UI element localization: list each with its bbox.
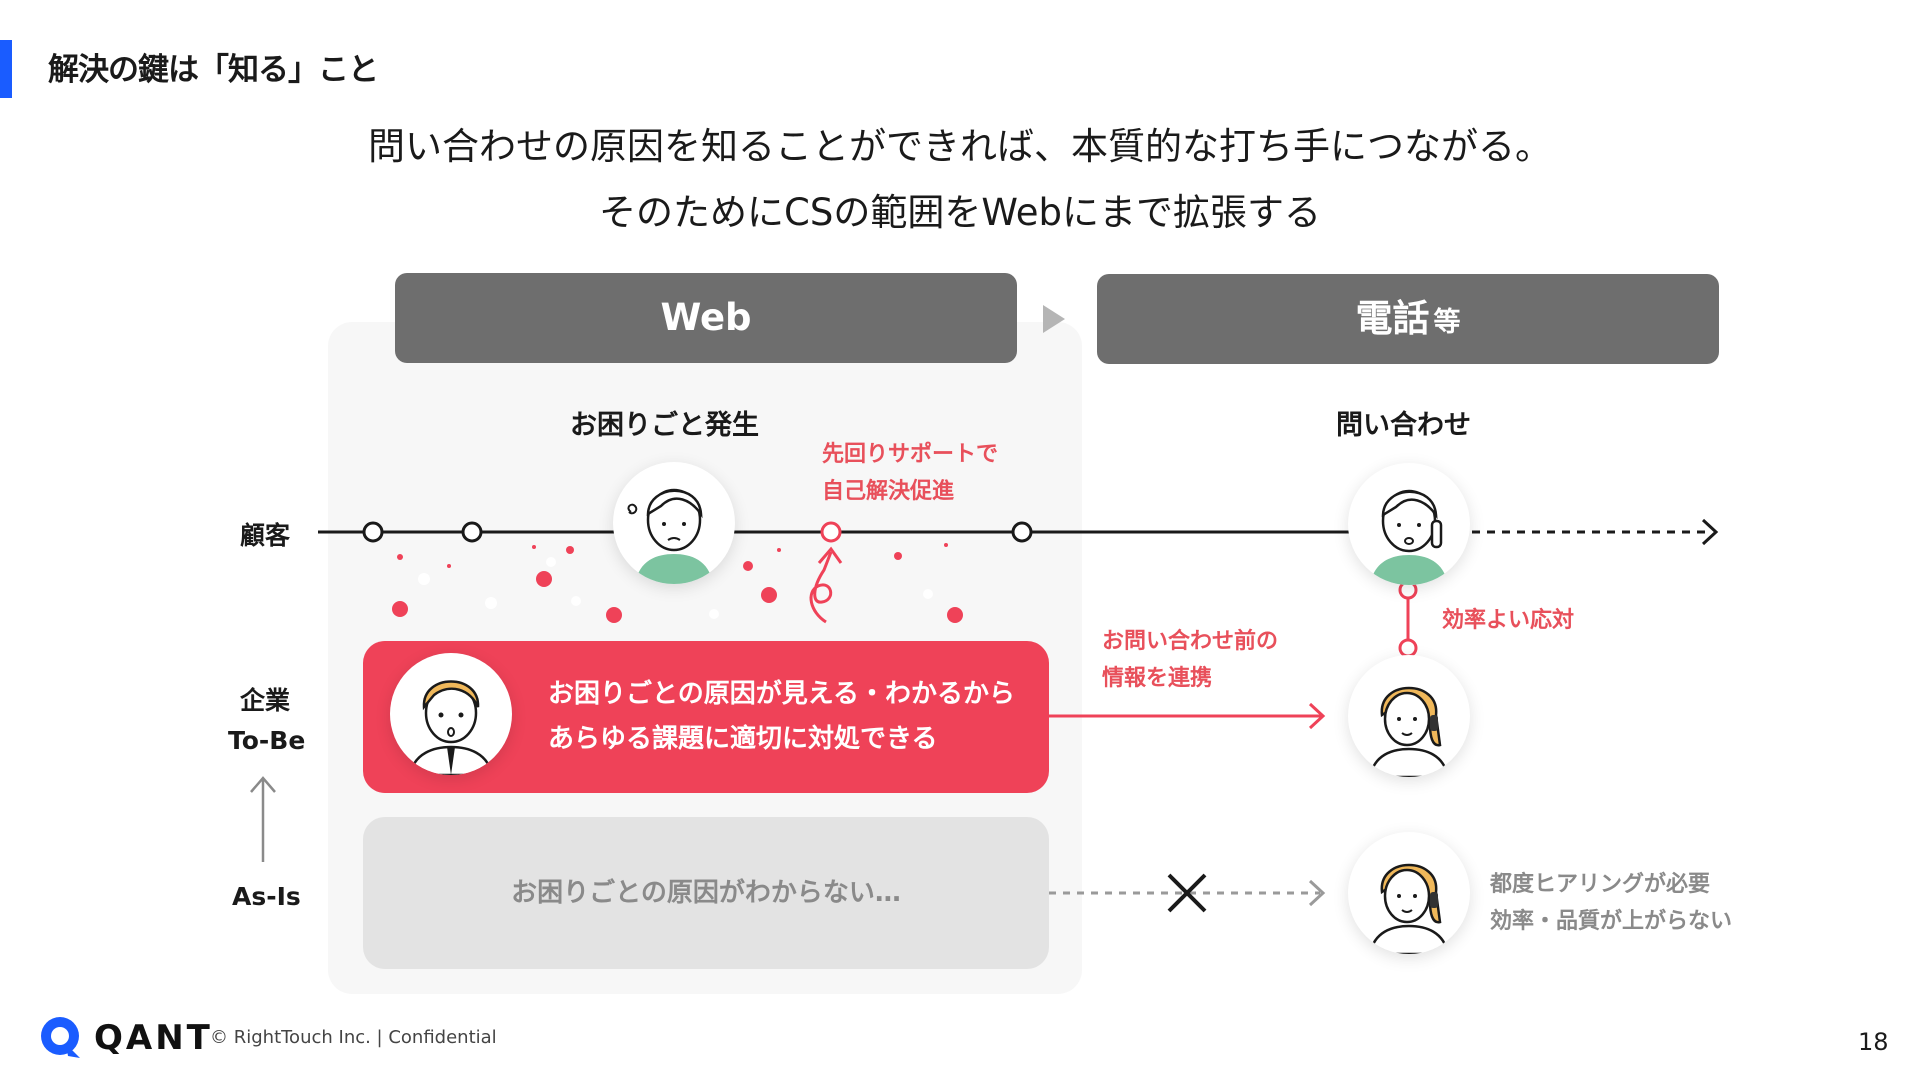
- timeline-node: [463, 523, 481, 541]
- company-staff-avatar: [390, 653, 512, 775]
- footer-copyright: © RightTouch Inc. | Confidential: [210, 1027, 497, 1048]
- proactive-line1: 先回りサポートで: [822, 436, 998, 473]
- timeline-node: [1013, 523, 1031, 541]
- brand-name: QANT: [94, 1018, 213, 1058]
- proactive-curl-arrow-icon: [811, 549, 841, 622]
- tobe-line2: あらゆる課題に適切に対処できる: [548, 717, 1015, 762]
- asis-annotation: 都度ヒアリングが必要 効率・品質が上がらない: [1490, 866, 1732, 940]
- customer-calling-avatar: [1348, 463, 1470, 585]
- tobe-text: お困りごとの原因が見える・わかるから あらゆる課題に適切に対処できる: [548, 672, 1015, 762]
- proactive-annotation: 先回りサポートで 自己解決促進: [822, 436, 998, 510]
- qant-logo-icon: [38, 1014, 86, 1062]
- asis-line2: 効率・品質が上がらない: [1490, 903, 1732, 940]
- page-number: 18: [1858, 1028, 1889, 1056]
- blocked-x-icon: [1169, 875, 1205, 911]
- link-node: [1400, 640, 1416, 656]
- proactive-line2: 自己解決促進: [822, 473, 998, 510]
- asis-text: お困りごとの原因がわからない…: [363, 817, 1049, 969]
- efficient-annotation: 効率よい応対: [1442, 602, 1574, 639]
- info-line2: 情報を連携: [1102, 660, 1278, 697]
- customer-worried-avatar: [613, 462, 735, 584]
- timeline-node: [364, 523, 382, 541]
- improvement-arrow-icon: [251, 778, 275, 862]
- operator-tobe-avatar: [1348, 655, 1470, 777]
- asis-line1: 都度ヒアリングが必要: [1490, 866, 1732, 903]
- info-line1: お問い合わせ前の: [1102, 623, 1278, 660]
- timeline-node-proactive: [822, 523, 840, 541]
- tobe-line1: お困りごとの原因が見える・わかるから: [548, 672, 1015, 717]
- operator-asis-avatar: [1348, 832, 1470, 954]
- info-annotation: お問い合わせ前の 情報を連携: [1102, 623, 1278, 697]
